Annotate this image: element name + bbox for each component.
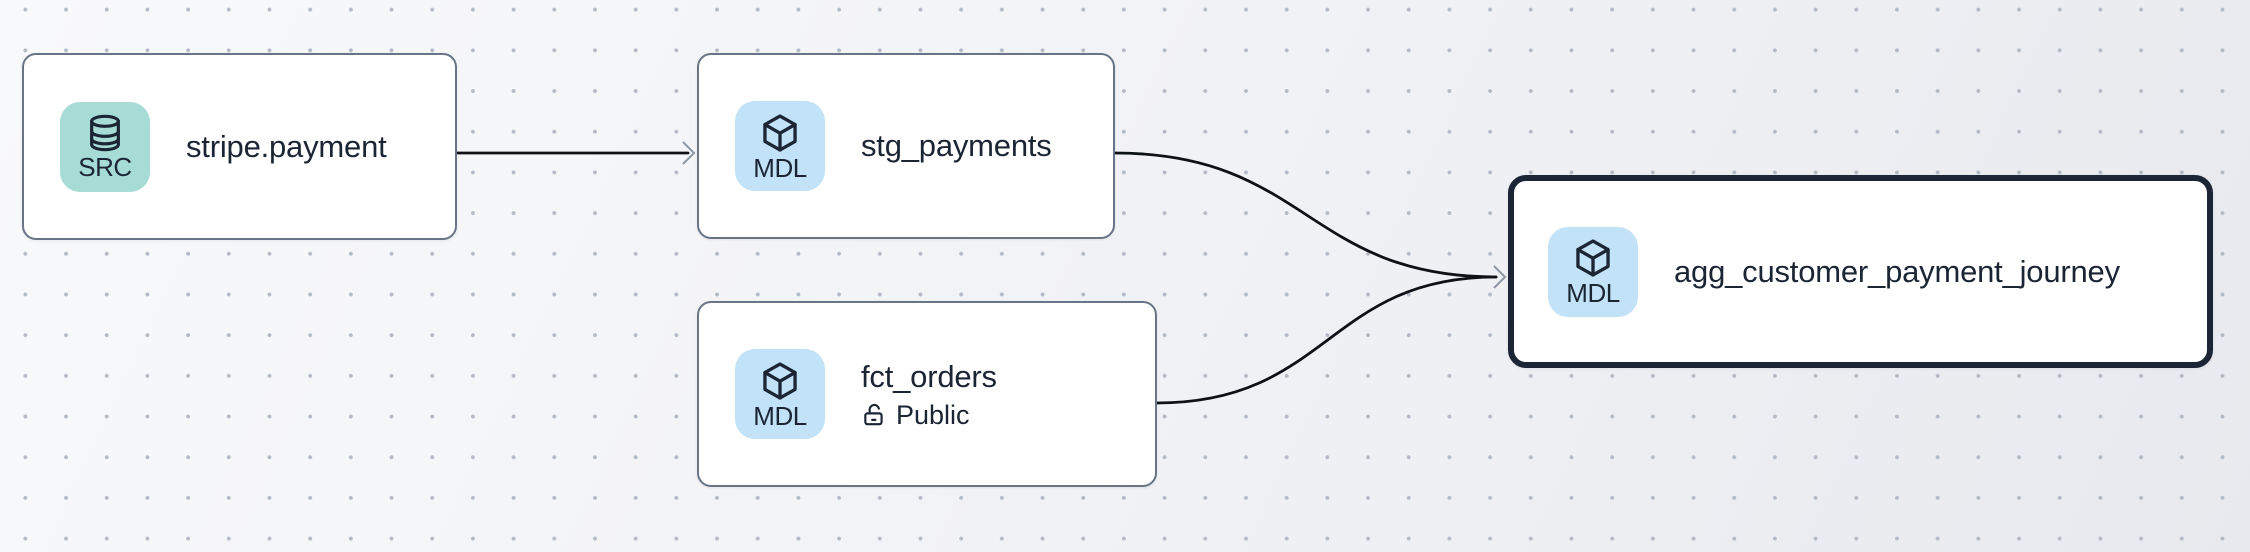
model-badge: MDL [1548, 226, 1638, 317]
arrowhead-into-stg [682, 141, 696, 165]
access-label: Public [896, 399, 970, 430]
node-stripe-payment[interactable]: SRC stripe.payment [22, 53, 457, 240]
node-title: agg_customer_payment_journey [1674, 253, 2120, 289]
edge-fct-to-agg[interactable] [1155, 275, 1498, 405]
lock-open-icon [864, 404, 883, 426]
model-badge: MDL [735, 349, 825, 439]
source-badge: SRC [60, 101, 150, 192]
cube-icon [1576, 239, 1610, 277]
edge-stg-to-agg[interactable] [1113, 151, 1498, 279]
badge-label: SRC [78, 152, 132, 182]
cube-icon [763, 113, 797, 152]
badge-label: MDL [753, 152, 807, 183]
badge-label: MDL [1566, 278, 1620, 308]
node-title: stg_payments [861, 128, 1052, 164]
badge-label: MDL [753, 400, 807, 431]
database-icon [90, 114, 120, 152]
model-badge: MDL [735, 101, 825, 191]
node-title: fct_orders [861, 359, 997, 395]
node-fct-orders[interactable]: MDL fct_orders Public [697, 301, 1157, 487]
arrowhead-into-agg [1493, 265, 1507, 289]
cube-icon [763, 361, 797, 400]
node-stg-payments[interactable]: MDL stg_payments [697, 53, 1115, 239]
node-title: stripe.payment [186, 128, 387, 164]
node-agg-customer-payment-journey[interactable]: MDL agg_customer_payment_journey [1508, 175, 2213, 368]
access-row: Public [861, 399, 997, 430]
